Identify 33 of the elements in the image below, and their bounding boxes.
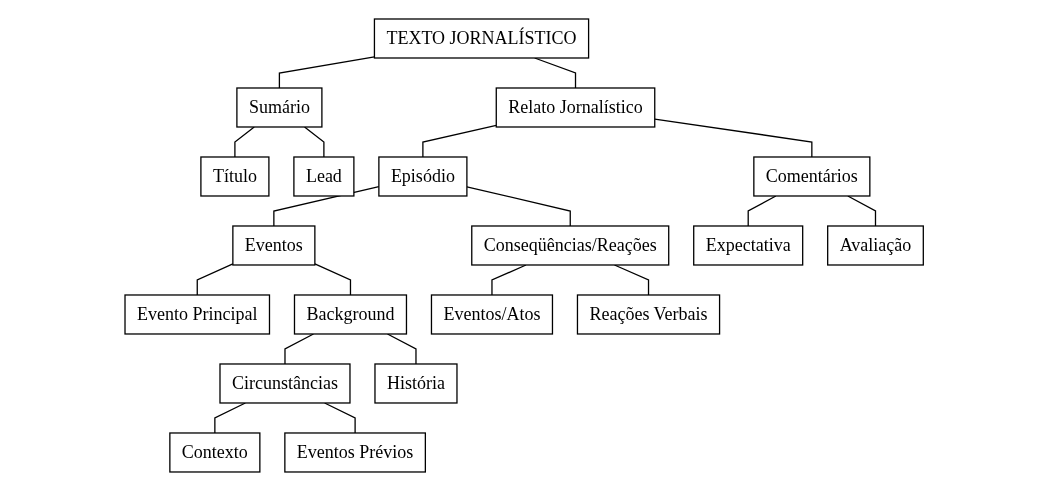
connector — [234, 126, 256, 158]
connector — [747, 195, 777, 227]
connector — [422, 124, 498, 158]
connector — [314, 263, 352, 296]
node-box: Avaliação — [827, 225, 925, 266]
node-box: Circunstâncias — [219, 363, 351, 404]
node-box: Lead — [293, 156, 355, 197]
node-box: Eventos/Atos — [431, 294, 554, 335]
connector — [491, 264, 527, 296]
node-box: História — [374, 363, 458, 404]
node-box: Expectativa — [693, 225, 804, 266]
node-box: Episódio — [378, 156, 468, 197]
node-box: Eventos — [232, 225, 316, 266]
connector — [196, 263, 234, 296]
connector — [304, 126, 325, 158]
node-box: Reações Verbais — [577, 294, 721, 335]
node-box: TEXTO JORNALÍSTICO — [374, 18, 590, 59]
connector — [614, 264, 650, 296]
node-box: Título — [200, 156, 270, 197]
node-box: Eventos Prévios — [284, 432, 427, 473]
node-box: Sumário — [236, 87, 323, 128]
connector — [847, 195, 877, 227]
connector — [214, 402, 247, 434]
node-box: Contexto — [169, 432, 261, 473]
node-box: Comentários — [753, 156, 871, 197]
node-box: Evento Principal — [124, 294, 271, 335]
node-box: Relato Jornalístico — [495, 87, 656, 128]
connector — [279, 56, 376, 89]
connector — [324, 402, 357, 434]
node-box: Background — [294, 294, 408, 335]
connector — [284, 333, 315, 365]
connector — [387, 333, 417, 365]
node-box: Conseqüências/Reações — [471, 225, 670, 266]
